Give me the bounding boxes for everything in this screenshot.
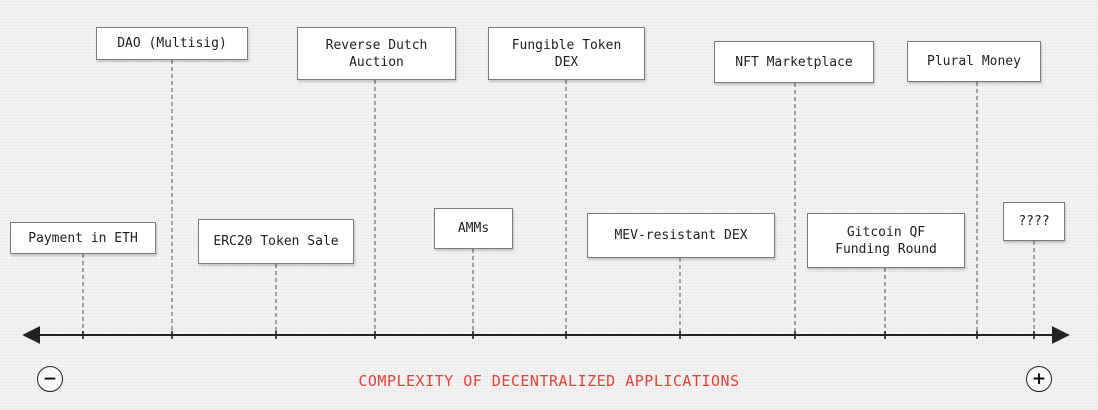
app-box: AMMs xyxy=(434,208,513,249)
app-box: Gitcoin QF Funding Round xyxy=(807,213,965,268)
axis-title: COMPLEXITY OF DECENTRALIZED APPLICATIONS xyxy=(358,372,740,390)
minus-icon: − xyxy=(37,366,63,392)
app-box: DAO (Multisig) xyxy=(96,27,248,60)
plus-icon: + xyxy=(1026,366,1052,392)
app-box: NFT Marketplace xyxy=(714,41,874,83)
app-box: Reverse Dutch Auction xyxy=(297,27,456,80)
app-box: ???? xyxy=(1003,202,1065,241)
app-box: Plural Money xyxy=(907,41,1041,82)
app-box: ERC20 Token Sale xyxy=(198,219,354,264)
app-box: MEV-resistant DEX xyxy=(587,213,775,258)
app-box: Payment in ETH xyxy=(10,222,156,254)
app-box: Fungible Token DEX xyxy=(488,27,645,80)
